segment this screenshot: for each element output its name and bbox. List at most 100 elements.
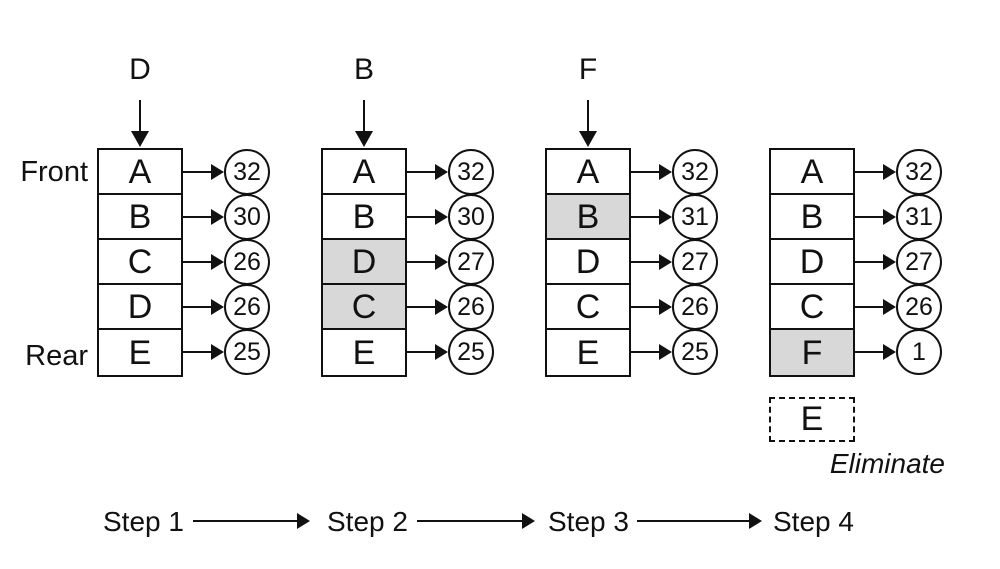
pointer-arrow-head xyxy=(435,164,448,180)
insert-arrow-icon xyxy=(97,100,183,148)
value-circle: 1 xyxy=(896,329,942,375)
value-number: 26 xyxy=(233,247,261,276)
cell-letter: C xyxy=(127,242,153,281)
queue-box: A B D C E xyxy=(321,148,407,377)
rear-label: Rear xyxy=(25,340,88,372)
pointer-arrow-head xyxy=(211,344,224,360)
step-arrow-line xyxy=(637,520,749,522)
value-number: 26 xyxy=(233,292,261,321)
value-number: 25 xyxy=(233,337,261,366)
pointer-row: 32 xyxy=(183,149,273,195)
value-circle: 26 xyxy=(224,239,270,285)
step-arrow-head xyxy=(749,513,762,529)
pointer-row: 30 xyxy=(407,194,497,240)
pointer-arrow-head xyxy=(659,164,672,180)
cell-letter: B xyxy=(800,197,824,236)
step1-caption: Step 1 xyxy=(103,506,184,537)
value-number: 30 xyxy=(457,202,485,231)
value-circle: 31 xyxy=(896,194,942,240)
value-circle: 31 xyxy=(672,194,718,240)
pointer-arrow-line xyxy=(631,351,660,353)
cell-letter: A xyxy=(800,152,824,191)
cell-letter: B xyxy=(352,197,376,236)
pointer-row: 26 xyxy=(183,284,273,330)
pointer-arrow-head xyxy=(211,209,224,225)
step3-column: F A B D C E 32 31 27 26 25 xyxy=(545,0,745,569)
queue-cell: C xyxy=(547,285,629,330)
pointer-arrow-line xyxy=(631,306,660,308)
pointer-arrow-line xyxy=(855,261,884,263)
insert-arrow-line xyxy=(363,100,365,131)
pointer-arrow-head xyxy=(659,254,672,270)
insert-arrow-head xyxy=(355,131,373,147)
pointer-row: 26 xyxy=(407,284,497,330)
value-number: 1 xyxy=(912,337,926,366)
value-number: 26 xyxy=(905,292,933,321)
value-circle: 32 xyxy=(672,149,718,195)
pointer-arrow-line xyxy=(631,171,660,173)
insert-arrow-line xyxy=(139,100,141,131)
pointer-arrow-line xyxy=(407,216,436,218)
step-arrow-head xyxy=(522,513,535,529)
pointer-arrow-head xyxy=(211,164,224,180)
insert-arrow-line xyxy=(587,100,589,131)
value-number: 25 xyxy=(681,337,709,366)
pointer-arrow-line xyxy=(631,261,660,263)
pointer-arrow-line xyxy=(407,171,436,173)
pointer-arrow-line xyxy=(855,351,884,353)
cell-letter: E xyxy=(128,333,152,372)
step2-caption: Step 2 xyxy=(327,506,408,537)
pointer-arrow-line xyxy=(631,216,660,218)
cell-letter: E xyxy=(352,333,376,372)
pointer-row: 1 xyxy=(855,329,945,375)
value-circle: 32 xyxy=(896,149,942,195)
queue-cell: C xyxy=(323,285,405,330)
pointer-arrow-line xyxy=(183,306,212,308)
pointer-row: 32 xyxy=(855,149,945,195)
value-circle: 30 xyxy=(448,194,494,240)
value-number: 26 xyxy=(457,292,485,321)
cell-letter: C xyxy=(799,287,825,326)
queue-cell: C xyxy=(99,240,181,285)
pointer-arrow-head xyxy=(883,164,896,180)
cell-letter: D xyxy=(127,287,153,326)
cell-letter: A xyxy=(352,152,376,191)
value-number: 32 xyxy=(457,157,485,186)
insert-arrow-head xyxy=(579,131,597,147)
pointer-row: 27 xyxy=(631,239,721,285)
cell-letter: D xyxy=(351,242,377,281)
pointer-row: 25 xyxy=(183,329,273,375)
queue-cell: D xyxy=(547,240,629,285)
queue-cell: B xyxy=(771,195,853,240)
pointer-arrow-head xyxy=(435,344,448,360)
cell-letter: C xyxy=(575,287,601,326)
pointer-row: 26 xyxy=(631,284,721,330)
cell-letter: D xyxy=(799,242,825,281)
step-arrow-line xyxy=(193,520,297,522)
queue-cell: F xyxy=(771,330,853,375)
value-circle: 27 xyxy=(672,239,718,285)
value-circle: 30 xyxy=(224,194,270,240)
pointer-arrow-head xyxy=(883,209,896,225)
incoming-item-label: F xyxy=(578,53,598,86)
value-number: 31 xyxy=(905,202,933,231)
value-number: 26 xyxy=(681,292,709,321)
pointer-row: 32 xyxy=(407,149,497,195)
incoming-item-label: D xyxy=(129,53,151,86)
cell-letter: B xyxy=(128,197,152,236)
value-circle: 26 xyxy=(672,284,718,330)
insert-arrow-head xyxy=(131,131,149,147)
value-circle: 32 xyxy=(448,149,494,195)
cell-letter: C xyxy=(351,287,377,326)
step-arrow-line xyxy=(417,520,522,522)
value-number: 27 xyxy=(681,247,709,276)
pointer-arrow-line xyxy=(183,351,212,353)
value-circle: 25 xyxy=(224,329,270,375)
value-circle: 25 xyxy=(448,329,494,375)
value-circle: 32 xyxy=(224,149,270,195)
pointer-arrow-line xyxy=(407,351,436,353)
value-circle: 25 xyxy=(672,329,718,375)
queue-cell: C xyxy=(771,285,853,330)
pointer-row: 26 xyxy=(855,284,945,330)
queue-cell: D xyxy=(771,240,853,285)
